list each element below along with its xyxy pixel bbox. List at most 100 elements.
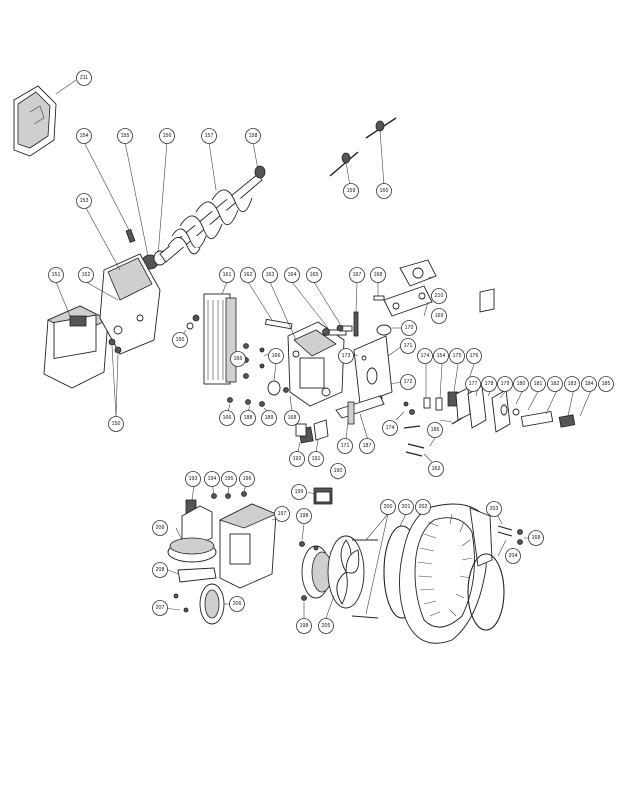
callout-181: 181 (530, 376, 546, 392)
svg-text:161: 161 (223, 272, 232, 278)
callout-150: 150 (172, 332, 188, 348)
callout-184: 184 (581, 376, 597, 392)
callout-164: 164 (284, 267, 300, 283)
svg-text:154: 154 (80, 133, 89, 139)
svg-text:165: 165 (310, 272, 319, 278)
callout-192: 192 (289, 451, 305, 467)
callout-group: 211 154 155 156 157 158 159 160 153 151 … (48, 70, 614, 634)
callout-197: 197 (274, 506, 290, 522)
svg-text:197: 197 (278, 511, 287, 517)
callout-206: 206 (229, 596, 245, 612)
svg-text:153: 153 (80, 198, 89, 204)
svg-text:168: 168 (288, 415, 297, 421)
svg-text:160: 160 (380, 188, 389, 194)
callout-194: 194 (204, 471, 220, 487)
svg-text:162: 162 (432, 466, 441, 472)
callout-182: 182 (547, 376, 563, 392)
callout-175: 175 (449, 348, 465, 364)
svg-text:171: 171 (341, 443, 350, 449)
callout-171: 171 (400, 338, 416, 354)
callout-186: 186 (427, 422, 443, 438)
callout-196: 196 (239, 471, 255, 487)
svg-text:172: 172 (404, 379, 413, 385)
svg-text:182: 182 (551, 381, 560, 387)
callout-162: 162 (240, 267, 256, 283)
part-211-cover (13, 79, 77, 157)
callout-154: 154 (76, 128, 92, 144)
rod-parts-159-160 (329, 117, 397, 187)
svg-text:211: 211 (80, 75, 88, 81)
callout-205: 205 (318, 618, 334, 634)
callout-207: 207 (152, 600, 168, 616)
svg-text:198: 198 (300, 623, 309, 629)
callout-199: 199 (291, 484, 307, 500)
callout-165: 165 (306, 267, 322, 283)
housing-assembly (247, 259, 437, 441)
svg-text:151: 151 (52, 272, 61, 278)
callout-159: 159 (343, 183, 359, 199)
svg-text:187: 187 (363, 443, 372, 449)
svg-text:157: 157 (205, 133, 214, 139)
svg-text:188: 188 (244, 415, 253, 421)
control-box-assembly (163, 483, 283, 625)
callout-180: 180 (513, 376, 529, 392)
element-161 (179, 281, 269, 385)
callout-168: 168 (370, 267, 386, 283)
callout-171: 171 (337, 438, 353, 454)
svg-text:162: 162 (244, 272, 253, 278)
svg-text:204: 204 (509, 553, 518, 559)
callout-203: 203 (486, 501, 502, 517)
svg-text:168: 168 (532, 535, 541, 541)
svg-text:166: 166 (234, 356, 243, 362)
callout-198: 198 (296, 508, 312, 524)
callout-183: 183 (564, 376, 580, 392)
svg-text:175: 175 (453, 353, 462, 359)
callout-179: 179 (497, 376, 513, 392)
svg-text:198: 198 (300, 513, 309, 519)
callout-153: 153 (76, 193, 92, 209)
blower-housing-202 (399, 503, 528, 644)
svg-text:150: 150 (112, 421, 121, 427)
svg-text:150: 150 (176, 337, 185, 343)
callout-172: 172 (400, 374, 416, 390)
svg-text:202: 202 (419, 504, 428, 510)
svg-text:195: 195 (225, 476, 234, 482)
callout-166: 166 (230, 351, 246, 367)
svg-text:206: 206 (233, 601, 242, 607)
svg-text:166: 166 (272, 353, 281, 359)
callout-168: 168 (528, 530, 544, 546)
callout-208: 208 (152, 562, 168, 578)
callout-189: 189 (261, 410, 277, 426)
svg-text:203: 203 (490, 506, 499, 512)
callout-170: 170 (401, 320, 417, 336)
svg-text:171: 171 (404, 343, 413, 349)
svg-text:186: 186 (431, 427, 440, 433)
svg-text:179: 179 (501, 381, 510, 387)
svg-text:163: 163 (266, 272, 275, 278)
svg-text:180: 180 (517, 381, 526, 387)
auger-assembly (83, 141, 266, 270)
parts-190-192 (295, 419, 329, 453)
callout-195: 195 (221, 471, 237, 487)
svg-text:174: 174 (386, 425, 395, 431)
svg-text:193: 193 (189, 476, 198, 482)
callout-155: 155 (117, 128, 133, 144)
svg-text:181: 181 (534, 381, 543, 387)
svg-text:168: 168 (374, 272, 383, 278)
svg-text:154: 154 (437, 353, 446, 359)
svg-text:184: 184 (585, 381, 594, 387)
svg-text:189: 189 (265, 415, 274, 421)
svg-text:190: 190 (334, 468, 343, 474)
svg-text:209: 209 (156, 525, 165, 531)
callout-154: 154 (433, 348, 449, 364)
callout-151: 151 (48, 267, 64, 283)
svg-text:174: 174 (421, 353, 430, 359)
svg-text:177: 177 (469, 381, 478, 387)
svg-text:210: 210 (435, 293, 444, 299)
callout-169: 169 (431, 308, 447, 324)
svg-text:170: 170 (405, 325, 414, 331)
svg-text:199: 199 (295, 489, 304, 495)
callout-201: 201 (398, 499, 414, 515)
